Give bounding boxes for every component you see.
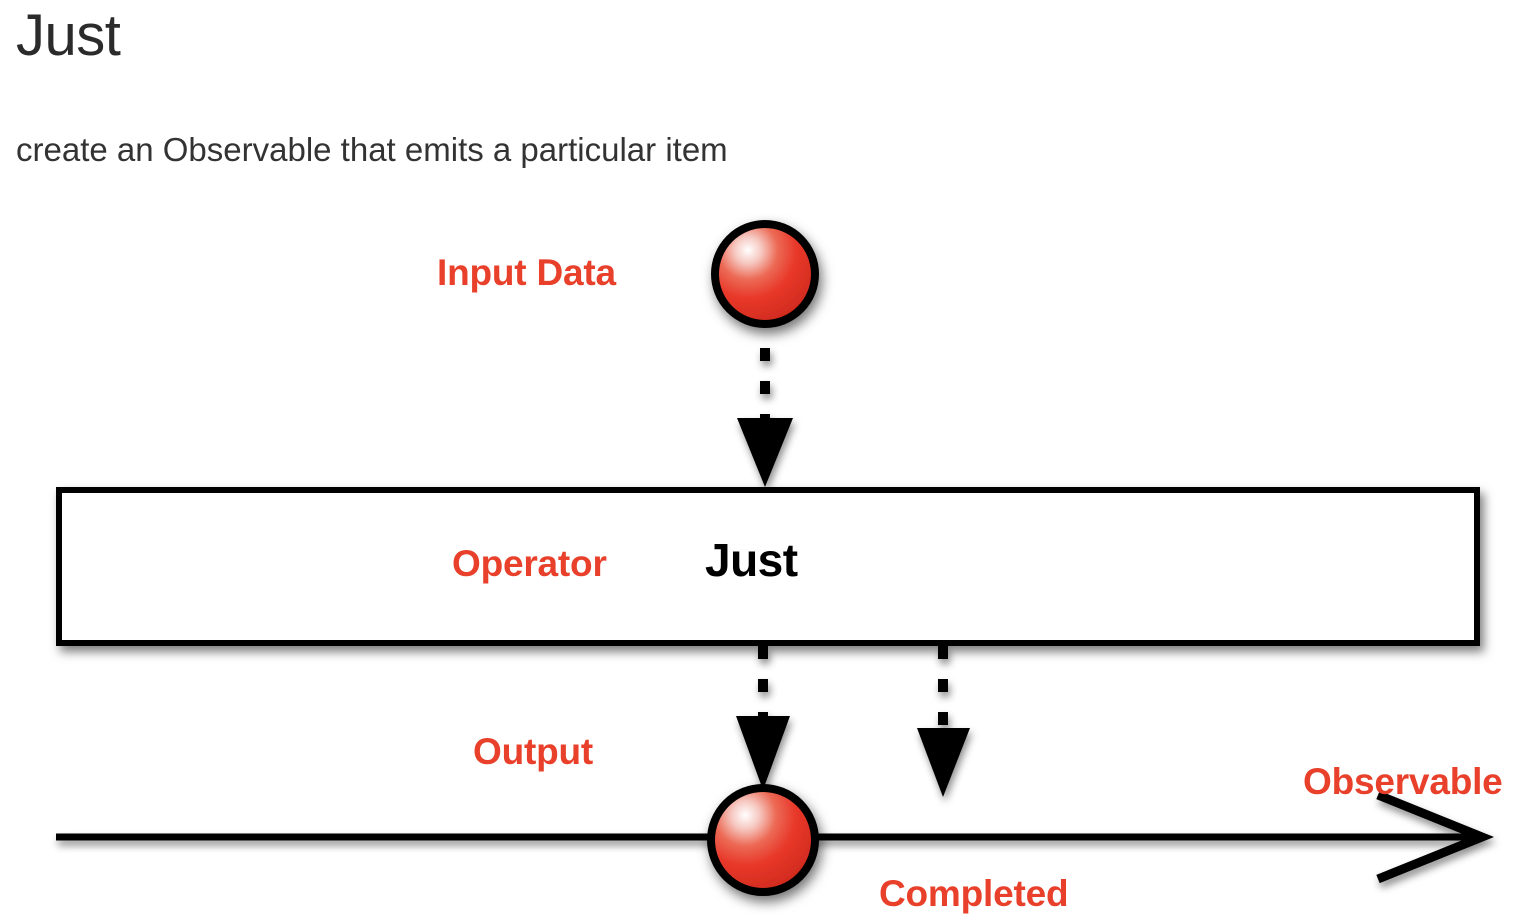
output-dashed-arrow: [736, 646, 790, 790]
operator-box: [56, 487, 1480, 646]
page-title: Just: [16, 3, 121, 68]
completed-dashed-arrow: [917, 646, 970, 797]
label-observable: Observable: [1303, 761, 1503, 802]
operator-name: Just: [705, 534, 798, 586]
input-marble: [711, 220, 819, 328]
label-operator: Operator: [452, 543, 607, 584]
output-marble: [707, 784, 819, 896]
page-subtitle: create an Observable that emits a partic…: [16, 131, 728, 168]
label-output: Output: [473, 731, 594, 772]
label-input-data: Input Data: [437, 252, 616, 293]
label-completed: Completed: [879, 873, 1069, 914]
input-dashed-arrow: [737, 348, 793, 487]
